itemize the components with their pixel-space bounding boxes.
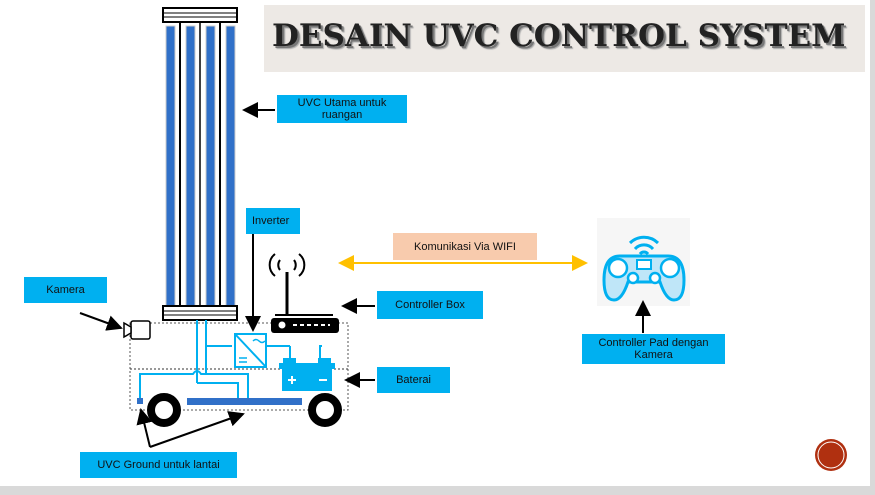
uvc-ground-bar bbox=[187, 398, 302, 405]
label-controller-pad: Controller Pad dengan Kamera bbox=[582, 334, 725, 364]
gamepad-icon bbox=[597, 218, 690, 306]
vehicle-frame bbox=[129, 322, 349, 411]
label-uvc-main: UVC Utama untuk ruangan bbox=[277, 95, 407, 123]
label-wifi: Komunikasi Via WIFI bbox=[393, 233, 537, 260]
battery-icon bbox=[279, 358, 335, 391]
uvc-ground-small bbox=[137, 398, 143, 404]
label-inverter: Inverter bbox=[246, 208, 300, 234]
label-battery: Baterai bbox=[377, 367, 450, 393]
pointer-arrows bbox=[79, 102, 651, 448]
page-title: DESAIN UVC CONTROL SYSTEM bbox=[272, 18, 846, 54]
uvc-lamp-icon bbox=[162, 7, 238, 321]
wiring bbox=[139, 320, 322, 399]
inverter-icon bbox=[234, 333, 267, 368]
label-uvc-ground: UVC Ground untuk lantai bbox=[80, 452, 237, 478]
nav-badge-icon bbox=[815, 439, 847, 471]
label-camera: Kamera bbox=[24, 277, 107, 303]
title-banner: DESAIN UVC CONTROL SYSTEM bbox=[264, 5, 865, 72]
diagram bbox=[79, 7, 847, 471]
router-icon bbox=[268, 253, 339, 333]
camera-icon bbox=[123, 320, 151, 340]
label-controller-box: Controller Box bbox=[377, 291, 483, 319]
slide: DESAIN UVC CONTROL SYSTEM bbox=[0, 0, 870, 486]
